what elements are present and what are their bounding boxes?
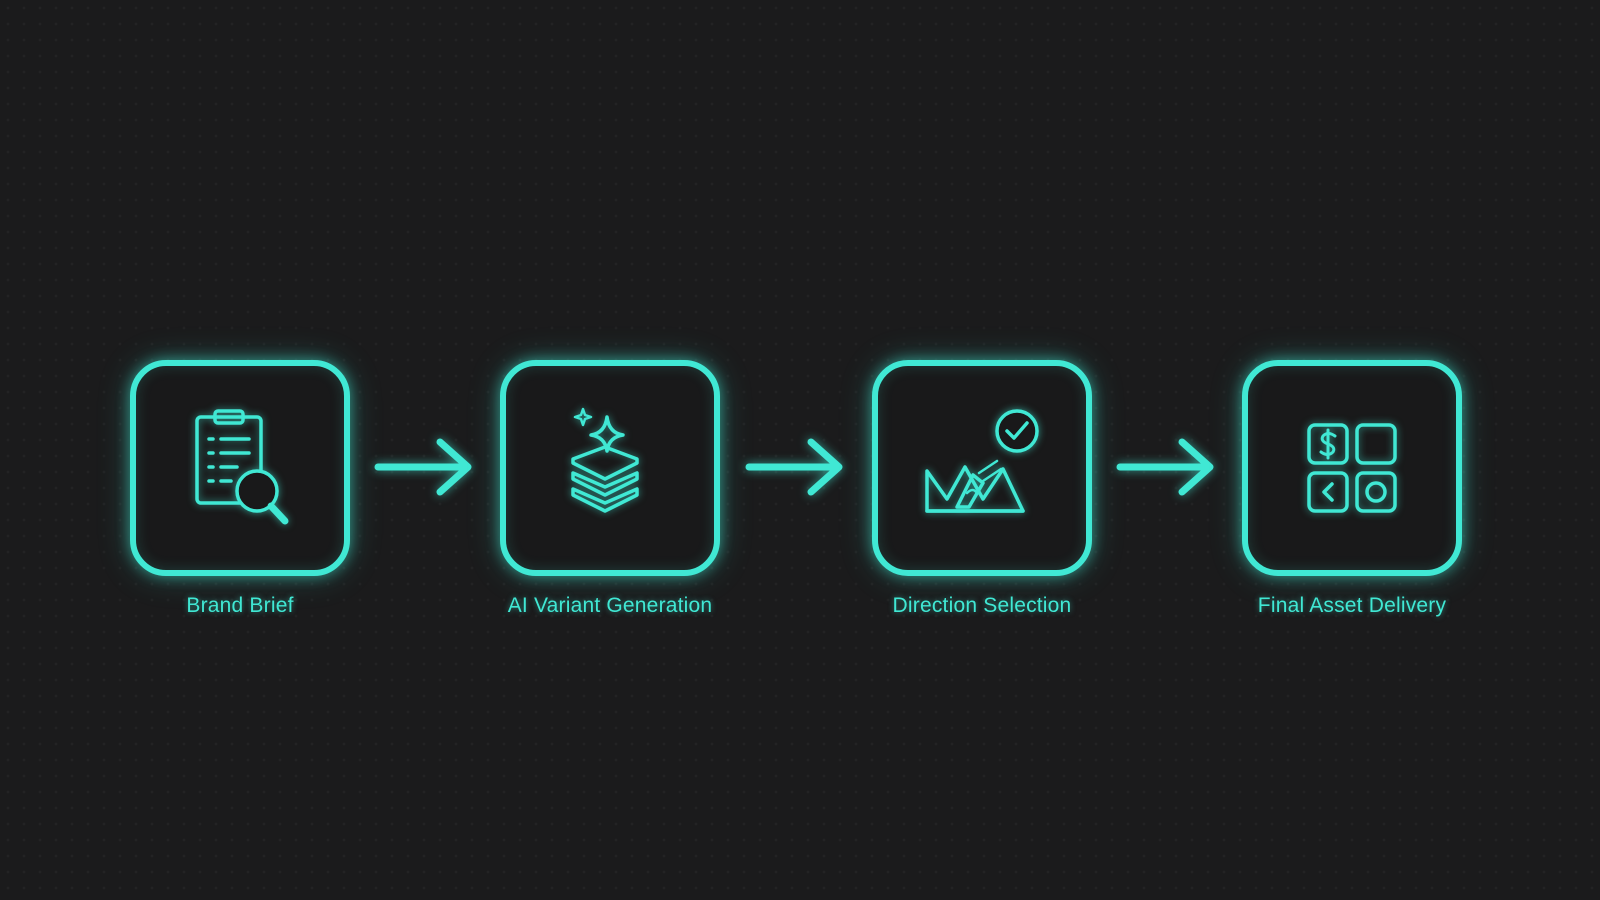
- sparkle-layers-icon: [571, 407, 639, 513]
- clipboard-search-icon: [195, 409, 289, 525]
- asset-grid-icon: [1307, 423, 1397, 513]
- arrow-right-icon: [1116, 438, 1214, 496]
- step-label-direction-selection: Direction Selection: [892, 594, 1072, 617]
- step-direction-selection: [872, 360, 1092, 576]
- mountain-check-icon: [925, 409, 1039, 513]
- step-label-ai-variant-generation: AI Variant Generation: [507, 594, 713, 617]
- step-label-final-asset-delivery: Final Asset Delivery: [1257, 594, 1447, 617]
- arrow-right-icon: [374, 438, 472, 496]
- step-label-brand-brief: Brand Brief: [186, 594, 294, 617]
- step-brand-brief: [130, 360, 350, 576]
- step-final-asset-delivery: [1242, 360, 1462, 576]
- arrow-right-icon: [745, 438, 843, 496]
- step-ai-variant-generation: [500, 360, 720, 576]
